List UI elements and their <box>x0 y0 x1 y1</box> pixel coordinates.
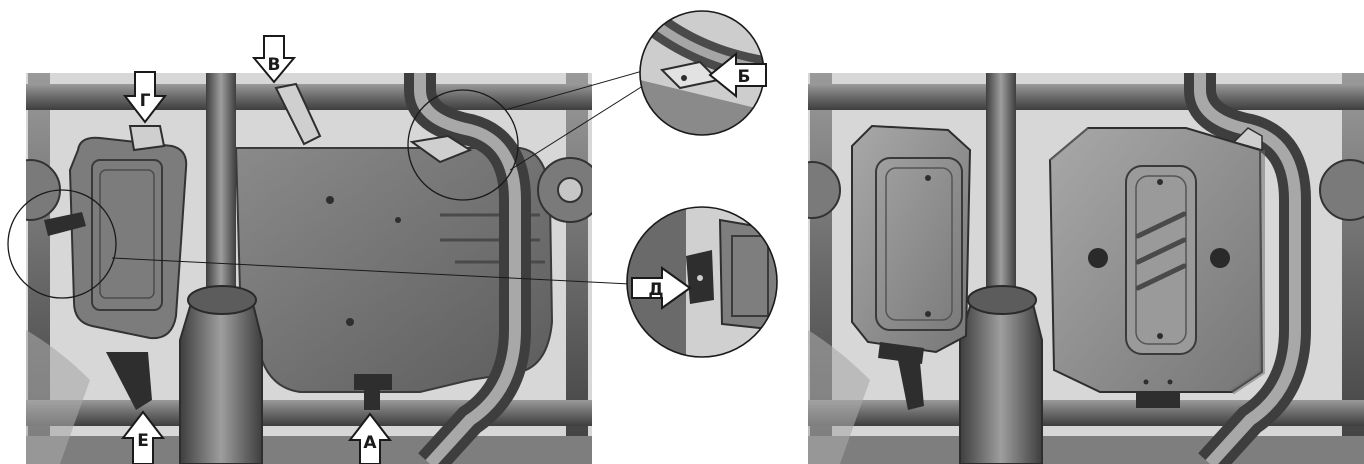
rear-axle-housing-after <box>959 299 1043 464</box>
callout-label-v: В <box>268 55 281 75</box>
fuel-shield-stamped-panel <box>1125 165 1197 355</box>
detail-ring-d <box>7 189 117 299</box>
bracket-e <box>106 352 152 410</box>
bracket-g <box>128 125 166 152</box>
callout-arrow-a: А <box>347 412 393 464</box>
fuel-tank <box>234 147 554 393</box>
leader-line-b2 <box>509 83 647 171</box>
cross-member-top <box>26 84 592 110</box>
leader-line-d <box>111 257 631 285</box>
bracket-a <box>354 374 392 390</box>
shield-drain-hole-left <box>1088 248 1108 268</box>
callout-arrow-e: Е <box>120 410 166 464</box>
panel-before <box>26 73 592 464</box>
callout-arrow-d: Д <box>631 266 692 310</box>
detail-ring-b <box>407 89 519 201</box>
drive-shaft-after <box>986 73 1016 303</box>
callout-label-b: Б <box>738 67 751 87</box>
bracket-v <box>274 82 322 146</box>
charcoal-canister <box>68 136 188 340</box>
panel-after <box>808 73 1364 464</box>
callout-arrow-g: Г <box>122 71 168 124</box>
callout-label-a: А <box>363 433 377 453</box>
canister-shield-plate <box>851 124 972 354</box>
shield-drain-hole-right <box>1210 248 1230 268</box>
callout-arrow-v: В <box>251 35 297 84</box>
bracket-d <box>44 212 86 236</box>
bracket-b <box>409 134 473 164</box>
callout-arrow-b: Б <box>708 51 767 99</box>
cross-member-top-after <box>808 84 1364 110</box>
callout-label-e: Е <box>137 431 149 451</box>
rear-axle-housing <box>179 299 263 464</box>
callout-label-d: Д <box>648 280 663 300</box>
drive-shaft <box>206 73 236 303</box>
leader-line-b <box>504 69 647 111</box>
callout-label-g: Г <box>140 91 151 111</box>
